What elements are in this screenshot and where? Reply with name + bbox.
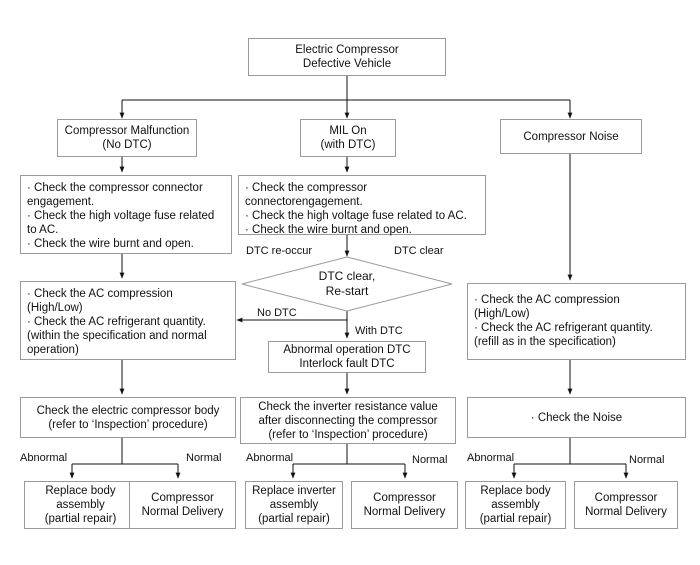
outcome-line: (partial repair) bbox=[479, 513, 552, 525]
outcome-line: Compressor bbox=[151, 492, 214, 504]
left-check-ac: · Check the AC compression (High/Low) · … bbox=[20, 281, 236, 360]
check-line: · Check the AC compression bbox=[474, 294, 620, 306]
check-line: · Check the Noise bbox=[530, 411, 623, 424]
outcome-line: Normal Delivery bbox=[585, 506, 667, 518]
check-line: · Check the AC compression bbox=[27, 288, 173, 300]
label-abnormal: Abnormal bbox=[246, 452, 294, 464]
check-line: · Check the AC refrigerant quantity. bbox=[474, 322, 653, 334]
branch-title-line: (with DTC) bbox=[320, 139, 376, 151]
check-line: to AC. bbox=[27, 224, 59, 236]
check-line: · Check the compressor connector bbox=[27, 182, 203, 194]
decision-text: DTC clear, Re-start bbox=[297, 269, 397, 299]
check-line: connectorengagement. bbox=[245, 196, 363, 208]
decision-line: Re-start bbox=[325, 284, 369, 298]
outcome-line: Normal Delivery bbox=[363, 506, 446, 518]
right-check-ac: · Check the AC compression (High/Low) · … bbox=[467, 283, 686, 360]
decision-diamond bbox=[241, 256, 453, 312]
label-abnormal: Abnormal bbox=[467, 452, 515, 464]
check-line: (within the specification and normal bbox=[27, 330, 207, 342]
check-line: · Check the compressor bbox=[245, 182, 368, 194]
label-dtc-reoccur: DTC re-occur bbox=[246, 245, 313, 257]
left-check-connector: · Check the compressor connector engagem… bbox=[20, 175, 232, 254]
dtc-line: Interlock fault DTC bbox=[299, 358, 395, 370]
outcome-line: Normal Delivery bbox=[141, 506, 224, 518]
outcome-line: (partial repair) bbox=[44, 513, 117, 525]
outcome-line: assembly bbox=[269, 499, 319, 511]
check-line: (refer to ‘Inspection’ procedure) bbox=[268, 428, 428, 441]
outcome-line: Compressor bbox=[373, 492, 436, 504]
check-line: engagement. bbox=[27, 196, 95, 208]
outcome-line: assembly bbox=[491, 499, 540, 511]
start-line: Electric Compressor bbox=[295, 44, 399, 56]
branch-title-line: Compressor Malfunction bbox=[64, 125, 190, 137]
check-line: · Check the high voltage fuse related bbox=[27, 210, 215, 222]
outcome-line: Replace body bbox=[480, 485, 551, 497]
decision-line: DTC clear, bbox=[318, 269, 376, 283]
check-line: Check the electric compressor body bbox=[36, 404, 220, 417]
branch-with-dtc: MIL On (with DTC) bbox=[300, 119, 396, 157]
mid-check-connector: · Check the compressor connectorengageme… bbox=[238, 175, 486, 236]
label-with-dtc: With DTC bbox=[355, 325, 403, 337]
label-abnormal: Abnormal bbox=[20, 452, 68, 464]
branch-noise: Compressor Noise bbox=[500, 119, 642, 154]
outcome-line: Compressor bbox=[594, 492, 658, 504]
check-line: (High/Low) bbox=[27, 302, 83, 314]
right-replace-body: Replace body assembly (partial repair) bbox=[465, 481, 566, 529]
mid-dtc-box: Abnormal operation DTC Interlock fault DT… bbox=[268, 341, 426, 373]
mid-replace-inverter: Replace inverter assembly (partial repair) bbox=[245, 481, 343, 529]
label-normal: Normal bbox=[412, 454, 448, 466]
left-replace-body: Replace body assembly (partial repair) bbox=[24, 481, 137, 529]
check-line: Check the inverter resistance value bbox=[258, 400, 438, 413]
label-no-dtc: No DTC bbox=[257, 307, 297, 319]
check-line: · Check the wire burnt and open. bbox=[245, 224, 412, 236]
outcome-line: Replace inverter bbox=[252, 485, 336, 497]
check-line: operation) bbox=[27, 344, 79, 356]
start-line: Defective Vehicle bbox=[302, 58, 392, 70]
branch-no-dtc: Compressor Malfunction (No DTC) bbox=[57, 119, 197, 157]
check-line: (refer to ‘Inspection’ procedure) bbox=[48, 418, 208, 431]
check-line: after disconnecting the compressor bbox=[258, 414, 438, 427]
outcome-line: (partial repair) bbox=[258, 513, 330, 525]
label-normal: Normal bbox=[186, 452, 222, 464]
left-check-body: Check the electric compressor body(refer… bbox=[20, 397, 236, 438]
check-line: · Check the wire burnt and open. bbox=[27, 238, 194, 250]
dtc-line: Abnormal operation DTC bbox=[283, 344, 411, 356]
right-check-noise: · Check the Noise bbox=[467, 397, 686, 438]
check-line: · Check the AC refrigerant quantity. bbox=[27, 316, 206, 328]
label-normal: Normal bbox=[629, 454, 665, 466]
branch-title-line: Compressor Noise bbox=[523, 130, 619, 143]
outcome-line: assembly bbox=[56, 499, 105, 511]
check-line: (High/Low) bbox=[474, 308, 530, 320]
label-dtc-clear: DTC clear bbox=[394, 245, 444, 257]
branch-title-line: MIL On bbox=[329, 125, 367, 137]
outcome-line: Replace body bbox=[45, 485, 116, 497]
check-line: (refill as in the specification) bbox=[474, 336, 616, 348]
branch-title-line: (No DTC) bbox=[102, 139, 152, 151]
check-line: · Check the high voltage fuse related to… bbox=[245, 210, 467, 222]
